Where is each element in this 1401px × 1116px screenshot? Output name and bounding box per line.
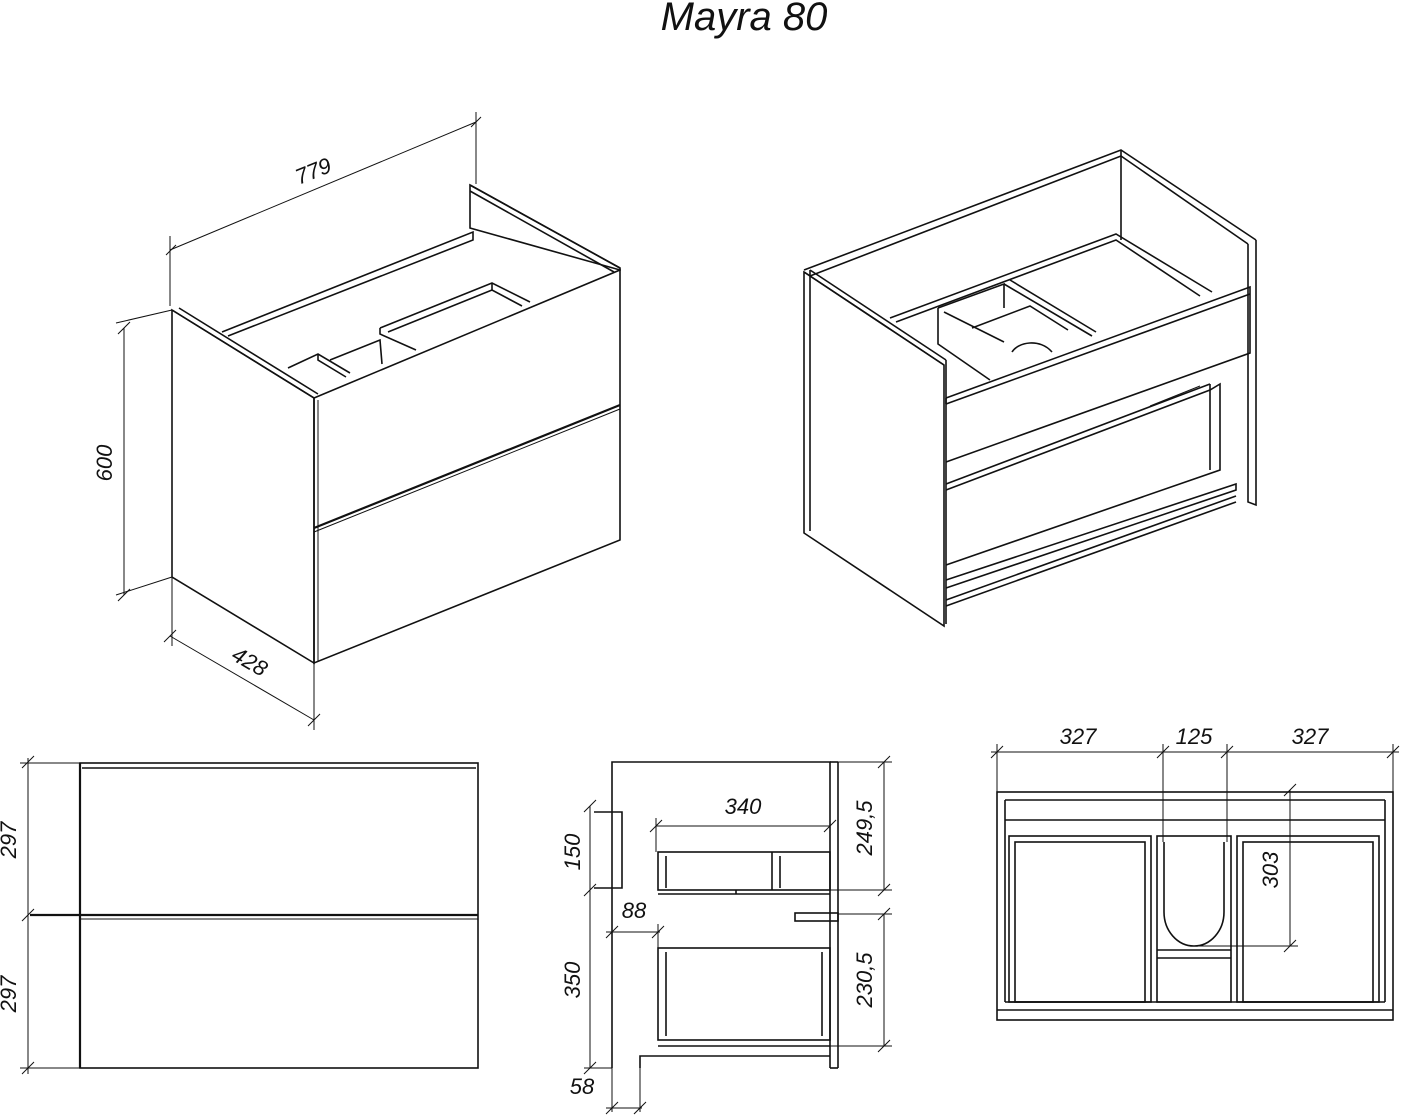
front-view [30, 762, 479, 1069]
dim-side-340: 340 [649, 794, 837, 852]
dim-side-249: 249,5 [830, 755, 892, 897]
dim-front-top: 297 [0, 755, 80, 922]
side-view [594, 761, 839, 1069]
dim-iso-height: 600 [92, 309, 173, 602]
dim-front-bottom: 297 [0, 915, 80, 1075]
dim-iso-height-label: 600 [92, 444, 117, 481]
dim-top-303-label: 303 [1258, 851, 1283, 888]
iso-open-view [803, 149, 1257, 628]
dim-side-150-label: 150 [560, 833, 585, 870]
dim-side-58-label: 58 [570, 1074, 595, 1099]
dim-side-350-label: 350 [560, 961, 585, 998]
dim-side-249-label: 249,5 [852, 800, 877, 857]
dim-side-150: 150 [560, 799, 597, 897]
dim-side-58: 58 [570, 1068, 647, 1115]
dim-top-center-label: 125 [1176, 724, 1213, 749]
iso-closed-view [171, 183, 621, 665]
dim-top-left-label: 327 [1060, 724, 1097, 749]
dim-front-bottom-label: 297 [0, 975, 21, 1013]
dim-side-230-label: 230,5 [852, 952, 877, 1009]
dim-front-top-label: 297 [0, 821, 21, 859]
dim-side-230: 230,5 [830, 907, 892, 1053]
dim-iso-depth: 428 [163, 577, 321, 730]
drawing-title: Mayra 80 [661, 0, 828, 39]
dim-side-88: 88 [605, 898, 665, 948]
top-view [996, 791, 1394, 1021]
dim-top-303: 303 [1194, 783, 1298, 953]
dim-side-340-label: 340 [725, 794, 762, 819]
dim-side-350: 350 [560, 890, 612, 1075]
dim-iso-width: 779 [165, 112, 482, 306]
dim-iso-depth-label: 428 [228, 641, 273, 681]
dim-side-88-label: 88 [622, 898, 647, 923]
dim-top-widths: 327 125 327 [990, 724, 1400, 842]
dim-top-right-label: 327 [1292, 724, 1329, 749]
